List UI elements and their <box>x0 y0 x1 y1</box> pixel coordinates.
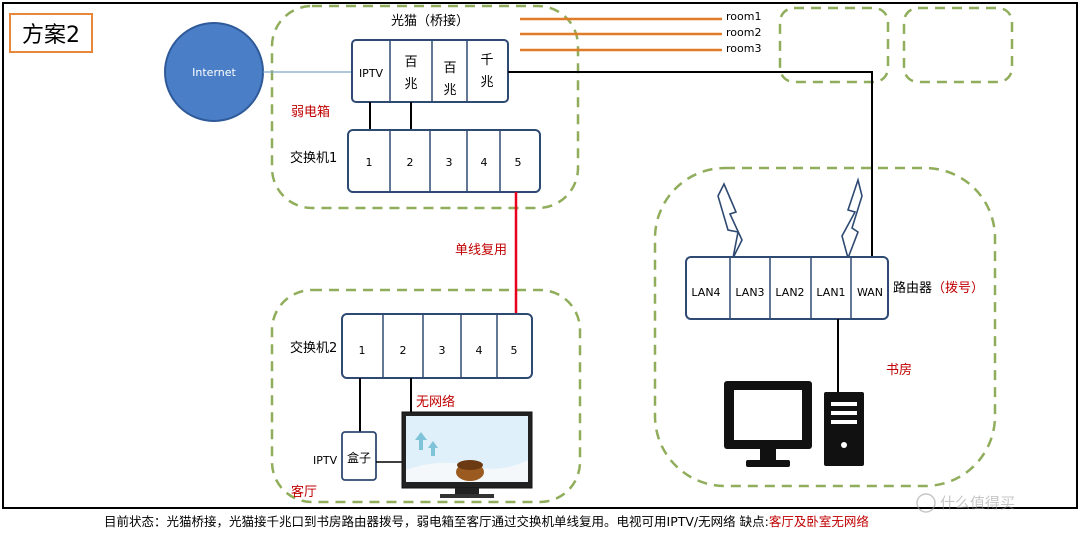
modem-port-100b-2: 兆 <box>443 83 456 98</box>
page-title: 方案2 <box>22 23 80 48</box>
router-port-lan4: LAN4 <box>691 286 720 299</box>
caption-main: 目前状态：光猫桥接，光猫接千兆口到书房路由器拨号，弱电箱至客厅通过交换机单线复用… <box>104 514 769 529</box>
zone-room-a <box>778 6 890 84</box>
watermark: 什么值得买 <box>916 493 1015 513</box>
room3-label: room3 <box>726 42 761 55</box>
title-box <box>9 13 93 53</box>
router-port-wan: WAN <box>857 286 883 299</box>
switch1: 1 2 3 4 5 <box>347 129 541 193</box>
modem-port-100a-2: 兆 <box>404 77 417 92</box>
router-port-lan1: LAN1 <box>816 286 845 299</box>
diagram-frame <box>2 2 1078 509</box>
switch2-label: 交换机2 <box>290 340 337 356</box>
weak-box-label: 弱电箱 <box>291 104 330 120</box>
iptv-box <box>341 431 377 481</box>
watermark-logo-icon <box>916 493 936 513</box>
living-room-label: 客厅 <box>291 484 317 500</box>
zone-weak-box <box>270 4 580 210</box>
status-caption: 目前状态：光猫桥接，光猫接千兆口到书房路由器拨号，弱电箱至客厅通过交换机单线复用… <box>0 510 1080 534</box>
caption-drawback: 客厅及卧室无网络 <box>768 514 869 529</box>
modem-port-1000-2: 兆 <box>480 75 493 90</box>
router-label: 路由器 <box>893 280 932 296</box>
switch2-port-3: 3 <box>439 344 446 357</box>
modem-port-iptv: IPTV <box>359 67 384 80</box>
switch2-port-5: 5 <box>511 344 518 357</box>
zone-study <box>653 166 997 488</box>
tv-icon <box>401 411 533 498</box>
switch2-port-1: 1 <box>359 344 366 357</box>
router-port-lan2: LAN2 <box>775 286 804 299</box>
zone-room-b <box>902 6 1014 84</box>
room1-label: room1 <box>726 10 761 23</box>
antenna-right-icon <box>841 177 863 261</box>
router-port-lan3: LAN3 <box>735 286 764 299</box>
router: LAN4 LAN3 LAN2 LAN1 WAN <box>685 256 889 320</box>
study-label: 书房 <box>886 362 912 378</box>
switch1-port-3: 3 <box>446 156 453 169</box>
modem-port-1000-1: 千 <box>480 53 493 68</box>
modem-port-100a-1: 百 <box>404 55 417 70</box>
modem-port-100b-1: 百 <box>443 61 456 76</box>
switch2: 1 2 3 4 5 <box>341 313 533 379</box>
switch1-port-2: 2 <box>407 156 414 169</box>
router-antennas <box>717 177 863 261</box>
switch1-label: 交换机1 <box>290 150 337 166</box>
watermark-text: 什么值得买 <box>940 494 1015 512</box>
switch1-port-1: 1 <box>366 156 373 169</box>
switch2-port-2: 2 <box>400 344 407 357</box>
switch2-port-4: 4 <box>476 344 483 357</box>
switch1-port-4: 4 <box>481 156 488 169</box>
modem: IPTV 百 兆 百 兆 千 兆 <box>351 39 509 103</box>
single-line-label: 单线复用 <box>455 243 507 258</box>
internet-label: Internet <box>192 66 236 79</box>
computer-icon <box>724 381 864 467</box>
no-network-label: 无网络 <box>416 394 455 410</box>
iptv-box-label: 盒子 <box>347 450 371 465</box>
room2-label: room2 <box>726 26 761 39</box>
antenna-left-icon <box>717 182 743 259</box>
router-note: （拨号） <box>932 281 984 296</box>
iptv-label: IPTV <box>313 454 338 467</box>
gigabit-to-router-wan <box>508 71 873 257</box>
switch1-port-5: 5 <box>515 156 522 169</box>
modem-label: 光猫（桥接） <box>391 13 469 29</box>
zone-living-room <box>270 288 582 504</box>
